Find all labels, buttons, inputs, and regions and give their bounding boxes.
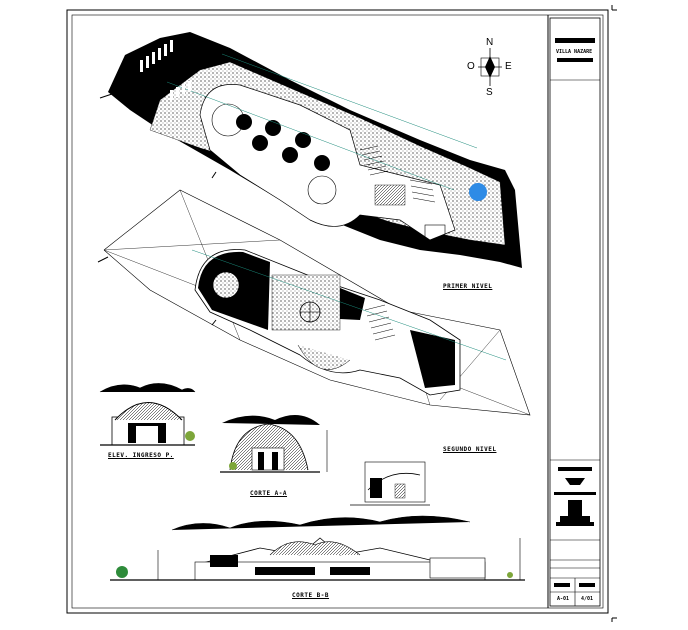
corte-bb bbox=[110, 515, 525, 581]
inner-border bbox=[71, 14, 604, 609]
plan-primer-nivel bbox=[99, 32, 522, 268]
detail-section bbox=[350, 461, 430, 506]
elevacion-ingreso bbox=[99, 383, 196, 446]
label-corte-aa: CORTE A-A bbox=[250, 490, 288, 497]
title-block-project: VILLA NAZARE bbox=[556, 49, 593, 55]
compass-east-label: E bbox=[505, 61, 512, 72]
title-block-sheet-code-1: A-01 bbox=[557, 596, 570, 602]
title-block bbox=[549, 17, 601, 607]
compass-west-label: O bbox=[467, 61, 475, 72]
label-corte-bb: CORTE B-B bbox=[292, 592, 330, 599]
title-block-sheet-code-2: 4/01 bbox=[581, 596, 594, 602]
label-elevacion: ELEV. INGRESO P. bbox=[108, 452, 174, 459]
compass-north-label: N bbox=[486, 37, 494, 48]
label-primer-nivel: PRIMER NIVEL bbox=[443, 283, 493, 290]
label-segundo-nivel: SEGUNDO NIVEL bbox=[443, 446, 497, 453]
corte-aa bbox=[220, 415, 328, 473]
pool-circle bbox=[469, 183, 487, 201]
compass bbox=[478, 48, 502, 86]
compass-south-label: S bbox=[486, 87, 493, 98]
plan-segundo-nivel bbox=[97, 189, 531, 416]
outer-border bbox=[66, 9, 609, 614]
